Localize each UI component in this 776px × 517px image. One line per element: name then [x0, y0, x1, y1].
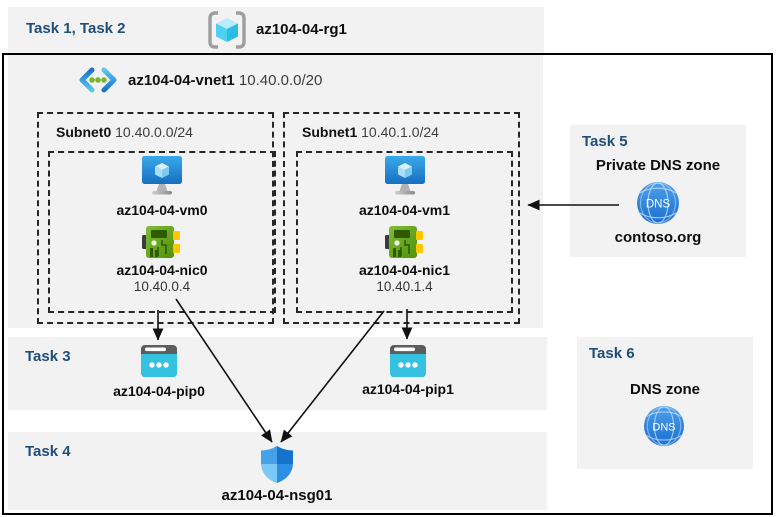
- task6-label: Task 6: [589, 345, 635, 362]
- subnet1-inner-box: az104-04-vm1 az104-04-nic1 10.40.1.4: [296, 151, 513, 313]
- nsg-shield-icon: [261, 446, 293, 483]
- subnet0-box: Subnet0 10.40.0.0/24 az104-04-vm0: [37, 112, 276, 324]
- task3-band: Task 3 az104-04-pip0 az104-04-pip1: [8, 337, 547, 410]
- vnet-name: az104-04-vnet1: [128, 71, 235, 89]
- subnet0-inner-box: az104-04-vm0 az104-04-nic0 10.40.0.4: [48, 151, 276, 313]
- vm0-icon: [142, 156, 182, 195]
- pip1-name: az104-04-pip1: [362, 381, 454, 397]
- task6-box: Task 6 DNS zone DNS: [577, 337, 753, 469]
- nic0-icon: [142, 226, 180, 258]
- nic0-ip: 10.40.0.4: [133, 279, 191, 294]
- subnet1-name: Subnet1: [302, 124, 358, 140]
- subnet0-cidr: 10.40.0.0/24: [115, 124, 193, 140]
- task12-label: Task 1, Task 2: [26, 20, 126, 37]
- vm1-icon: [384, 156, 425, 195]
- task4-band: Task 4 az104-04-nsg01: [8, 432, 547, 510]
- dns-zone-title: DNS zone: [629, 381, 700, 398]
- resource-group-boundary: [2, 53, 773, 515]
- vnet-cidr: 10.40.0.0/20: [238, 71, 323, 89]
- subnet1-box: Subnet1 10.40.1.0/24 az104-04-vm1: [283, 112, 520, 324]
- nic1-ip: 10.40.1.4: [376, 279, 433, 294]
- pip1-group: az104-04-pip1: [338, 344, 478, 397]
- vnet-header: az104-04-vnet1 10.40.0.0/20: [78, 67, 322, 93]
- dns-icon: DNS: [643, 405, 685, 447]
- task3-label: Task 3: [25, 348, 71, 365]
- nsg-group: az104-04-nsg01: [207, 445, 347, 504]
- pip0-name: az104-04-pip0: [113, 383, 205, 399]
- pip0-group: az104-04-pip0: [99, 344, 219, 399]
- public-ip-icon: [141, 345, 177, 377]
- private-dns-zone-name: contoso.org: [614, 229, 702, 246]
- task5-box: Task 5 Private DNS zone DNS contoso.org: [570, 125, 746, 257]
- dns-icon-text: DNS: [646, 199, 671, 211]
- vm1-name: az104-04-vm1: [358, 202, 451, 218]
- vm0-name: az104-04-vm0: [116, 202, 208, 218]
- vnet-icon: [79, 67, 117, 93]
- subnet0-name: Subnet0: [56, 124, 112, 140]
- nic1-name: az104-04-nic1: [358, 262, 451, 278]
- resource-group-icon: [208, 11, 246, 49]
- vnet-panel: az104-04-vnet1 10.40.0.0/20 Subnet0 10.4…: [8, 55, 543, 328]
- nic1-icon: [384, 226, 423, 258]
- nic0-name: az104-04-nic0: [116, 262, 208, 278]
- subnet1-cidr: 10.40.1.0/24: [361, 124, 439, 140]
- task5-label: Task 5: [582, 133, 628, 150]
- task12-band: Task 1, Task 2 az104-04-rg1: [8, 7, 544, 53]
- resource-group-name: az104-04-rg1: [256, 21, 347, 38]
- dns-icon: DNS: [637, 182, 679, 224]
- dns-icon-text: DNS: [652, 421, 675, 433]
- subnet1-label: Subnet1 10.40.1.0/24: [302, 124, 439, 140]
- subnet0-label: Subnet0 10.40.0.0/24: [56, 124, 193, 140]
- private-dns-zone-title: Private DNS zone: [595, 157, 721, 174]
- nsg-name: az104-04-nsg01: [221, 487, 333, 504]
- public-ip-icon: [390, 345, 426, 377]
- task4-label: Task 4: [25, 443, 71, 460]
